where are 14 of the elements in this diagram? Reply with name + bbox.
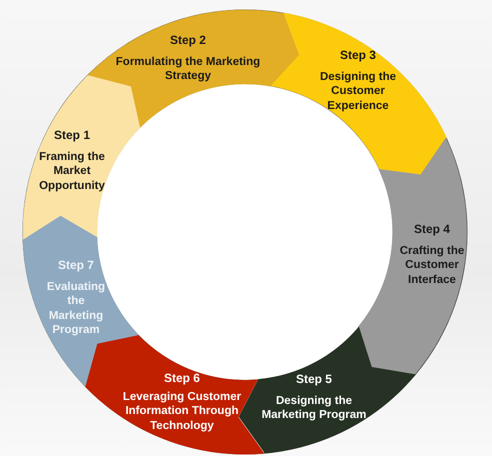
step-label: Step 6 bbox=[162, 370, 201, 386]
step-label: Step 1 bbox=[52, 128, 91, 143]
step-description: Designing the Marketing Program bbox=[260, 394, 368, 423]
step-description: Crafting the Customer Interface bbox=[398, 244, 466, 288]
step-label: Step 2 bbox=[168, 32, 207, 48]
step-label: Step 3 bbox=[338, 48, 377, 63]
step-label: Step 5 bbox=[294, 372, 333, 387]
step-description: Evaluating the Marketing Program bbox=[46, 280, 106, 338]
step-label: Step 4 bbox=[412, 222, 451, 237]
step-description: Leveraging Customer Information Through Technology bbox=[122, 390, 242, 434]
step-label: Step 7 bbox=[56, 258, 95, 273]
step-description: Designing the Customer Experience bbox=[318, 70, 397, 114]
step-description: Formulating the Marketing Strategy bbox=[114, 54, 262, 84]
step-description: Framing the Market Opportunity bbox=[38, 150, 106, 194]
